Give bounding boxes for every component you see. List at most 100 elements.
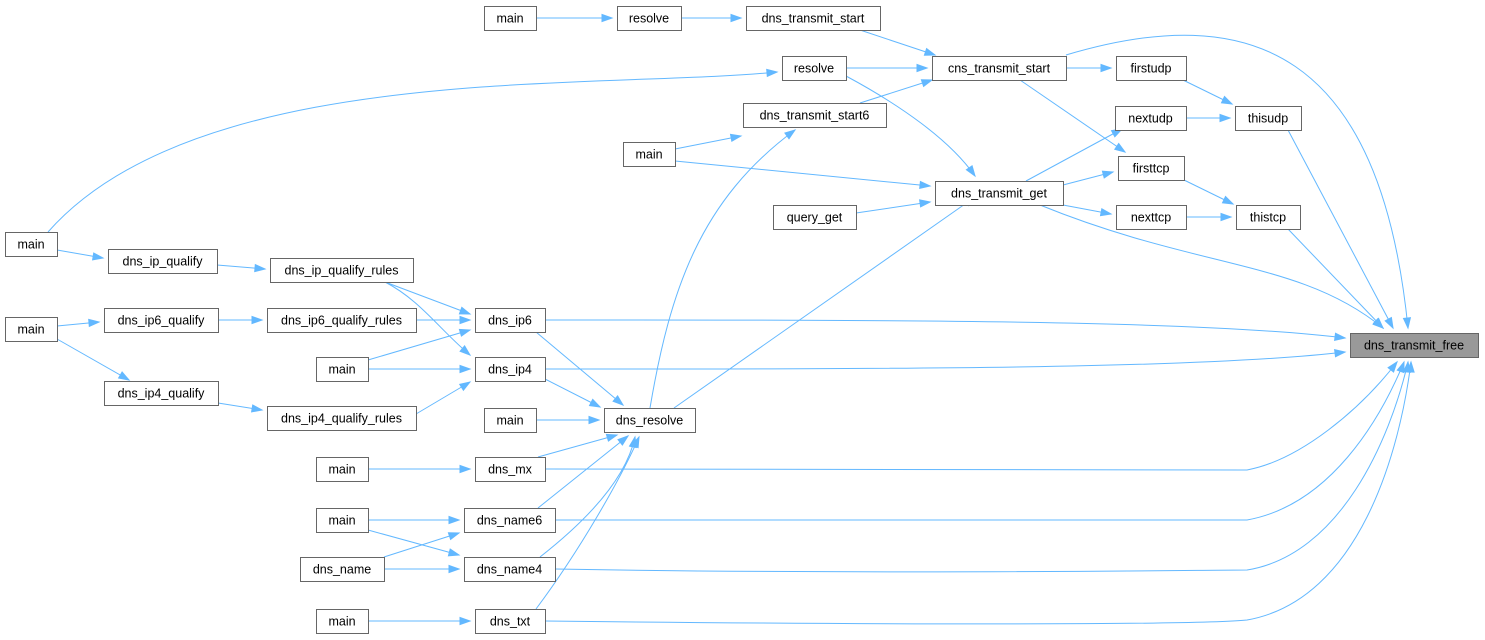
node-main-f[interactable]: main (316, 609, 369, 634)
call-edge (554, 360, 1412, 573)
node-label: main (328, 615, 355, 629)
call-edge (368, 464, 472, 474)
node-box (104, 308, 219, 333)
arrowhead-icon (1220, 95, 1234, 105)
arrowhead-icon (1221, 195, 1235, 205)
arrowhead-icon (1101, 170, 1115, 179)
node-main-c[interactable]: main (484, 408, 537, 433)
node-main-top[interactable]: main (484, 6, 537, 31)
call-edge (535, 435, 640, 610)
node-dns-ip-qualify-rules[interactable]: dns_ip_qualify_rules (270, 258, 414, 283)
node-dns-ip4-qualify[interactable]: dns_ip4_qualify (104, 381, 219, 406)
call-edge-line (859, 79, 933, 104)
node-dns-ip6-qualify[interactable]: dns_ip6_qualify (104, 308, 219, 333)
arrowhead-icon (1372, 317, 1385, 330)
call-edge-line (47, 71, 778, 233)
call-edge-line (535, 436, 640, 610)
arrowhead-icon (920, 79, 934, 88)
call-edge (536, 415, 601, 425)
call-edge (1066, 63, 1113, 73)
arrowhead-icon (617, 435, 630, 446)
node-main-a[interactable]: main (623, 142, 676, 167)
node-dns-ip6[interactable]: dns_ip6 (475, 308, 546, 333)
node-query-get[interactable]: query_get (773, 205, 857, 230)
node-dns-name4[interactable]: dns_name4 (464, 557, 556, 582)
node-label: main (496, 414, 523, 428)
node-nexttcp[interactable]: nexttcp (1116, 205, 1187, 230)
node-box (300, 557, 385, 582)
node-box (316, 508, 369, 533)
node-box (475, 308, 546, 333)
arrowhead-icon (588, 415, 601, 425)
call-edge (544, 349, 1347, 370)
call-edge (1019, 79, 1127, 153)
node-label: dns_ip4_qualify_rules (281, 412, 402, 426)
node-main-b[interactable]: main (316, 357, 369, 382)
arrowhead-icon (459, 464, 472, 474)
call-edge-line (1287, 129, 1394, 329)
call-edge-line (1039, 204, 1384, 329)
node-nextudp[interactable]: nextudp (1115, 106, 1187, 131)
node-box (782, 56, 847, 81)
node-dns-txt[interactable]: dns_txt (475, 609, 546, 634)
node-label: dns_ip4_qualify (118, 387, 206, 401)
node-resolve-top[interactable]: resolve (617, 6, 682, 31)
node-label: dns_transmit_start (762, 12, 865, 26)
node-label: dns_ip6 (488, 314, 532, 328)
node-thistcp[interactable]: thistcp (1236, 205, 1301, 230)
call-edge-line (367, 529, 460, 556)
node-label: dns_ip_qualify_rules (285, 264, 399, 278)
node-box (475, 357, 546, 382)
call-edge (537, 435, 630, 509)
call-edge (416, 315, 472, 325)
node-dns-ip-qualify[interactable]: dns_ip_qualify (108, 249, 218, 274)
node-dns-transmit-get[interactable]: dns_transmit_get (935, 181, 1064, 206)
call-edge (555, 360, 1405, 521)
node-thisudp[interactable]: thisudp (1235, 106, 1302, 131)
node-box (617, 6, 682, 31)
call-edge-line (384, 281, 471, 356)
arrowhead-icon (1220, 212, 1233, 222)
call-edge-line (1065, 34, 1409, 329)
node-dns-transmit-start[interactable]: dns_transmit_start (746, 6, 881, 31)
node-box (316, 609, 369, 634)
node-resolve-mid[interactable]: resolve (782, 56, 847, 81)
node-main-e[interactable]: main (316, 508, 369, 533)
call-edge (1182, 79, 1234, 105)
node-firsttcp[interactable]: firsttcp (1118, 156, 1185, 181)
arrowhead-icon (459, 315, 472, 325)
arrowhead-icon (117, 371, 131, 381)
arrowhead-icon (1219, 113, 1232, 123)
call-edge-line (649, 129, 796, 409)
call-edge (1186, 113, 1232, 123)
node-firstudp[interactable]: firstudp (1116, 56, 1187, 81)
arrowhead-icon (588, 398, 602, 408)
node-dns-ip4[interactable]: dns_ip4 (475, 357, 546, 382)
node-label: dns_ip6_qualify (118, 314, 206, 328)
node-dns-name6[interactable]: dns_name6 (464, 508, 556, 533)
call-edge-line (555, 361, 1405, 521)
call-edge (674, 133, 743, 150)
node-label: query_get (787, 211, 843, 225)
node-dns-ip4-qualify-rules[interactable]: dns_ip4_qualify_rules (267, 406, 417, 431)
node-dns-ip6-qualify-rules[interactable]: dns_ip6_qualify_rules (267, 308, 417, 333)
node-dns-resolve[interactable]: dns_resolve (604, 408, 696, 433)
node-dns-transmit-free: dns_transmit_free (1350, 333, 1479, 358)
node-cns-transmit-start[interactable]: cns_transmit_start (932, 56, 1067, 81)
node-dns-mx[interactable]: dns_mx (475, 457, 546, 482)
call-edge-line (544, 361, 1412, 625)
node-label: nextudp (1128, 112, 1173, 126)
node-main-left2[interactable]: main (5, 317, 58, 342)
node-dns-transmit-start6[interactable]: dns_transmit_start6 (743, 103, 887, 128)
node-label: dns_name (313, 563, 371, 577)
node-main-d[interactable]: main (316, 457, 369, 482)
node-main-left1[interactable]: main (5, 232, 58, 257)
node-label: dns_ip4 (488, 363, 532, 377)
call-edge-line (544, 351, 1346, 370)
node-box (267, 308, 417, 333)
node-box (1118, 156, 1185, 181)
arrowhead-icon (1334, 332, 1347, 341)
node-dns-name[interactable]: dns_name (300, 557, 385, 582)
call-edge-line (539, 436, 636, 558)
node-label: dns_ip_qualify (123, 255, 204, 269)
